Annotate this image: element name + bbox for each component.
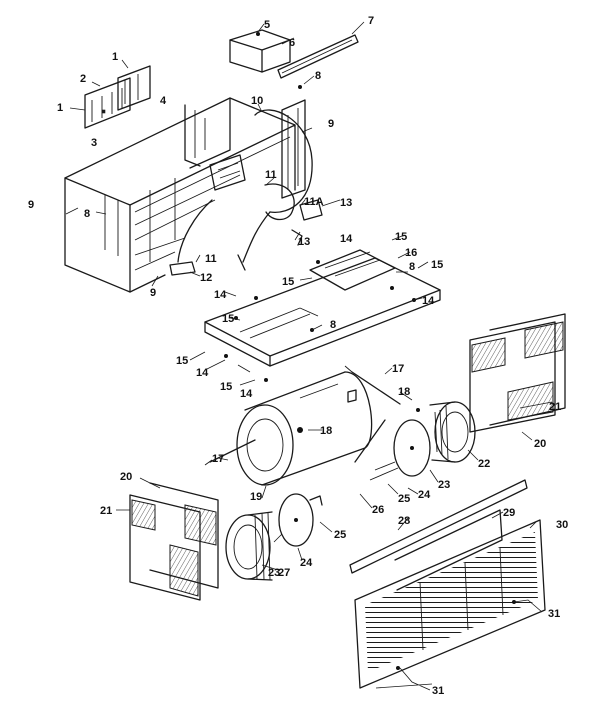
callout-23: 23: [268, 567, 280, 579]
callout-14: 14: [196, 367, 209, 379]
callout-1: 1: [112, 51, 118, 63]
callout-14: 14: [240, 388, 253, 400]
callout-25: 25: [334, 529, 346, 541]
left-blower-assembly: [225, 493, 323, 581]
callout-18: 18: [320, 425, 332, 437]
callout-14: 14: [214, 289, 227, 301]
callout-10: 10: [251, 95, 263, 107]
callout-20: 20: [534, 438, 546, 450]
callout-15: 15: [220, 381, 232, 393]
cabinet-sleeve: [64, 97, 296, 293]
callout-20: 20: [120, 471, 132, 483]
callout-11: 11: [265, 169, 277, 181]
callout-14: 14: [340, 233, 353, 245]
callout-28: 28: [398, 515, 410, 527]
callout-23: 23: [438, 479, 450, 491]
callout-5: 5: [264, 19, 270, 31]
callout-11a: 11A: [304, 196, 324, 208]
callout-2: 2: [80, 73, 86, 85]
callout-27: 27: [278, 567, 290, 579]
callout-3: 3: [91, 137, 97, 149]
callout-15: 15: [431, 259, 443, 271]
callout-15: 15: [395, 231, 407, 243]
callout-7: 7: [368, 15, 374, 27]
callout-4: 4: [160, 95, 167, 107]
callout-8: 8: [330, 319, 336, 331]
callout-30: 30: [556, 519, 568, 531]
callout-8: 8: [84, 208, 90, 220]
callout-24: 24: [300, 557, 313, 569]
callout-19: 19: [250, 491, 262, 503]
base-pan: [204, 249, 441, 382]
callout-9: 9: [150, 287, 156, 299]
callout-18: 18: [398, 386, 410, 398]
trim-strip: [349, 479, 528, 591]
callout-13: 13: [298, 236, 310, 248]
callout-13: 13: [340, 197, 352, 209]
callout-17: 17: [392, 363, 404, 375]
mounting-brackets: [84, 65, 151, 129]
left-filter: [129, 482, 219, 601]
side-panel-right: [281, 99, 306, 199]
callout-24: 24: [418, 489, 431, 501]
callout-12: 12: [200, 272, 212, 284]
callout-11: 11: [205, 253, 217, 265]
shaft-parts: [204, 365, 401, 466]
callout-22: 22: [478, 458, 490, 470]
callout-9: 9: [328, 118, 334, 130]
callout-6: 6: [289, 37, 295, 49]
callout-17: 17: [212, 453, 224, 465]
callout-21: 21: [100, 505, 112, 517]
callout-15: 15: [282, 276, 294, 288]
callout-15: 15: [176, 355, 188, 367]
callout-31: 31: [548, 608, 560, 620]
callout-21: 21: [549, 401, 561, 413]
callout-26: 26: [372, 504, 384, 516]
blower-motor-housing: [236, 371, 373, 486]
callout-29: 29: [503, 507, 515, 519]
callout-labels: 1 1 2 3 4 5 6 7 8 8 8 8 9 9 9 10 11 11 1…: [28, 15, 568, 697]
callout-8: 8: [315, 70, 321, 82]
front-grille: [354, 519, 546, 689]
callout-14: 14: [422, 295, 435, 307]
callout-25: 25: [398, 493, 410, 505]
leader-lines: [65, 21, 553, 691]
wiring-harness: [169, 109, 323, 276]
callout-15: 15: [222, 313, 234, 325]
callout-8: 8: [409, 261, 415, 273]
right-filter: [469, 313, 566, 433]
right-blower-assembly: [369, 401, 476, 481]
callout-1: 1: [57, 102, 63, 114]
callout-16: 16: [405, 247, 417, 259]
callout-9: 9: [28, 199, 34, 211]
top-cover-parts: [229, 29, 359, 89]
callout-31: 31: [432, 685, 444, 697]
